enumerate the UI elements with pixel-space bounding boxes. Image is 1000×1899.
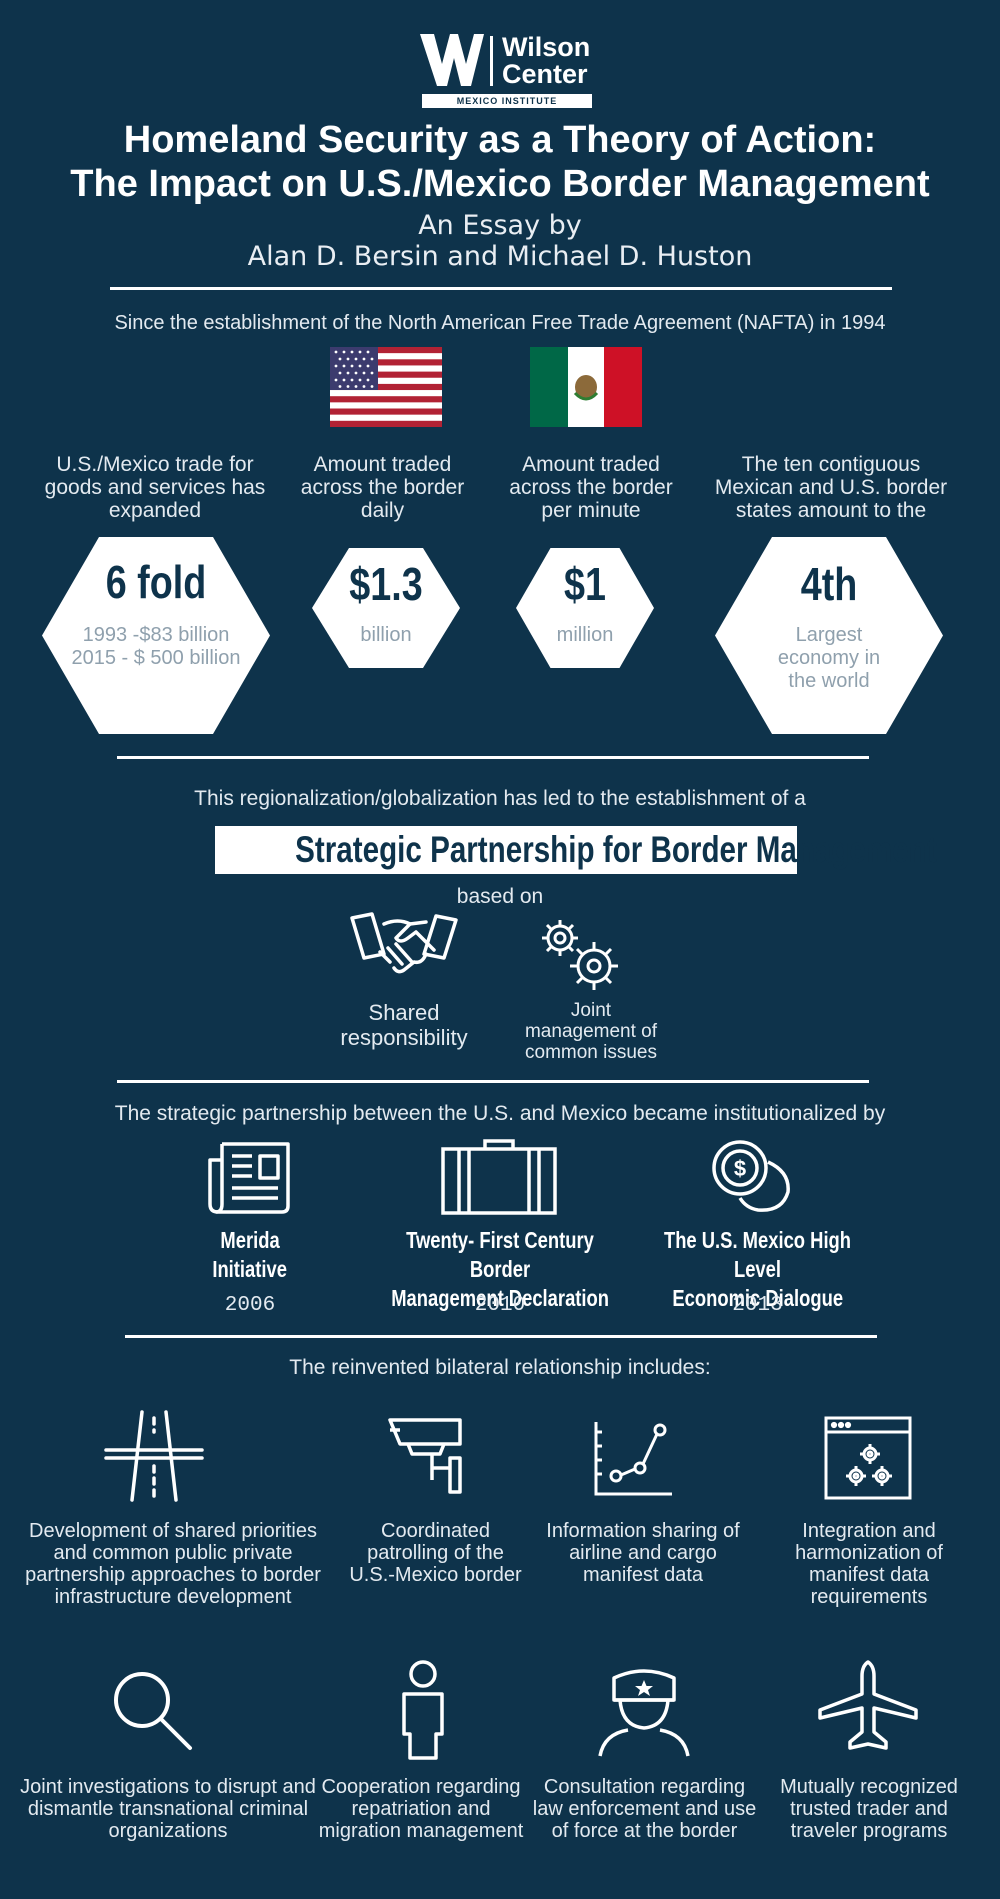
stat-sub-daily: billion	[360, 624, 412, 646]
bilateral-item-use-of-force: Consultation regarding law enforcement a…	[532, 1776, 757, 1842]
institutionalized-lead: The strategic partnership between the U.…	[114, 1102, 886, 1125]
bilateral-item-patrolling: Coordinated patrolling of the U.S.-Mexic…	[349, 1520, 522, 1586]
stat-value-minute: $1	[564, 558, 606, 610]
divider-1	[110, 287, 892, 290]
road-icon	[104, 1410, 204, 1502]
police-officer-icon	[598, 1669, 690, 1757]
bilateral-item-infrastructure: Development of shared priorities and com…	[25, 1520, 321, 1608]
institution-merida-year: 2006	[224, 1294, 276, 1317]
mexico-flag-icon	[530, 347, 642, 427]
stat-value-trade: 6 fold	[105, 556, 207, 608]
stat-sub-minute: million	[556, 624, 614, 646]
us-flag-icon	[330, 347, 442, 427]
institution-border-declaration-year: 2010	[474, 1294, 526, 1317]
bilateral-item-joint-investigations: Joint investigations to disrupt and dism…	[20, 1776, 316, 1842]
logo-separator	[490, 36, 493, 86]
newspaper-icon	[208, 1142, 290, 1214]
nafta-intro: Since the establishment of the North Ame…	[114, 312, 886, 334]
bilateral-item-integration: Integration and harmonization of manifes…	[795, 1520, 943, 1608]
stat-caption-minute: Amount traded across the border per minu…	[509, 453, 673, 522]
bilateral-item-repatriation: Cooperation regarding repatriation and m…	[318, 1776, 524, 1842]
browser-gears-icon	[824, 1416, 912, 1500]
logo-name: Wilson Center	[502, 32, 591, 89]
partnership-title: Strategic Partnership for Border Managem…	[215, 826, 937, 874]
wilson-center-logo: Wilson Center MEXICO INSTITUTE	[420, 32, 592, 108]
stat-caption-states: The ten contiguous Mexican and U.S. bord…	[714, 453, 948, 522]
page-title: Homeland Security as a Theory of Action:…	[70, 119, 930, 205]
wilson-w-mark-icon	[420, 34, 484, 86]
institution-border-declaration: Twenty- First Century Border Management …	[391, 1227, 609, 1311]
line-graph-icon	[594, 1422, 672, 1496]
handshake-icon	[350, 912, 458, 974]
gears-icon	[542, 920, 618, 990]
briefcase-icon	[441, 1139, 557, 1215]
stat-hexagon-minute	[516, 548, 654, 668]
bilateral-item-trusted-trader: Mutually recognized trusted trader and t…	[780, 1776, 958, 1842]
based-on-label: based on	[456, 885, 544, 908]
stat-sub-trade: 1993 -$83 billion 2015 - $ 500 billion	[71, 624, 241, 669]
security-camera-icon	[388, 1418, 462, 1494]
divider-4	[125, 1335, 877, 1338]
airplane-icon	[818, 1660, 918, 1750]
stat-value-daily: $1.3	[349, 558, 423, 610]
byline: An Essay by Alan D. Bersin and Michael D…	[247, 210, 753, 272]
stat-caption-trade: U.S./Mexico trade for goods and services…	[44, 453, 266, 522]
stat-value-states: 4th	[800, 558, 858, 610]
bilateral-lead: The reinvented bilateral relationship in…	[289, 1356, 711, 1379]
bilateral-item-information-sharing: Information sharing of airline and cargo…	[546, 1520, 740, 1586]
institution-merida: Merida Initiative	[212, 1227, 288, 1282]
logo-subtitle: MEXICO INSTITUTE	[422, 94, 592, 108]
institution-economic-dialogue-year: 2013	[732, 1294, 783, 1317]
person-icon	[402, 1660, 444, 1760]
institution-economic-dialogue: The U.S. Mexico High Level Economic Dial…	[663, 1227, 852, 1311]
divider-2	[117, 756, 869, 759]
coins-icon: $	[712, 1140, 790, 1212]
divider-3	[117, 1080, 869, 1083]
magnifier-icon	[114, 1672, 192, 1750]
stat-caption-daily: Amount traded across the border daily	[300, 453, 465, 522]
partnership-lead: This regionalization/globalization has l…	[194, 787, 806, 810]
stat-sub-states: Largest economy in the world	[777, 624, 881, 692]
svg-text:$: $	[734, 1156, 746, 1181]
